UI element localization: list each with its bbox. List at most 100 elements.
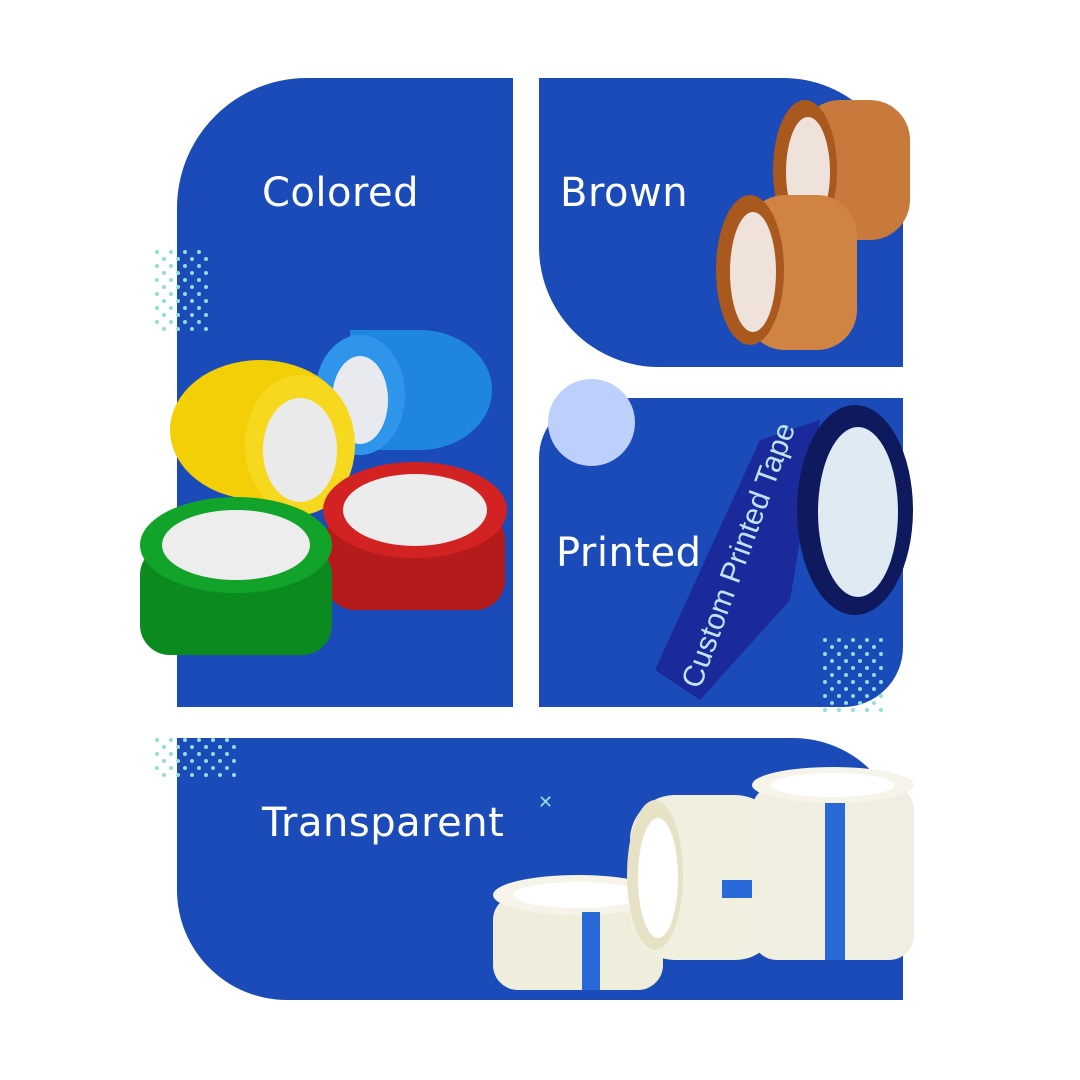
decorative-dot	[865, 694, 869, 698]
decorative-dot	[858, 701, 862, 705]
sparkle-x-icon: ✕	[538, 792, 554, 813]
decorative-dot	[197, 752, 201, 756]
decorative-dot	[204, 285, 208, 289]
decorative-dot	[844, 687, 848, 691]
decorative-dot	[169, 320, 173, 324]
decorative-dot	[865, 638, 869, 642]
decorative-dot	[830, 673, 834, 677]
decorative-dot	[211, 752, 215, 756]
decorative-dot	[169, 306, 173, 310]
decorative-dot	[872, 645, 876, 649]
decorative-dot	[865, 666, 869, 670]
decorative-dot	[851, 638, 855, 642]
decorative-dot	[879, 680, 883, 684]
decorative-dot	[823, 666, 827, 670]
decorative-dot	[162, 271, 166, 275]
category-label-brown: Brown	[560, 170, 689, 216]
decorative-dot	[155, 250, 159, 254]
decorative-dot	[169, 738, 173, 742]
green-tape-image	[140, 497, 332, 655]
decorative-dot	[851, 652, 855, 656]
decorative-dot	[183, 278, 187, 282]
decorative-dot	[844, 659, 848, 663]
decorative-dot	[155, 264, 159, 268]
decorative-dot	[830, 645, 834, 649]
decorative-dot	[190, 257, 194, 261]
decorative-dot	[823, 708, 827, 712]
decorative-dot	[183, 264, 187, 268]
decorative-dot	[155, 278, 159, 282]
category-label-printed: Printed	[556, 530, 702, 576]
red-tape-image	[323, 462, 507, 610]
decorative-dot	[183, 320, 187, 324]
decorative-dot	[190, 773, 194, 777]
transparent-tape-image-tilted	[627, 795, 784, 960]
decorative-dot	[176, 285, 180, 289]
decorative-dot	[865, 680, 869, 684]
decorative-dot	[197, 264, 201, 268]
decorative-dot	[865, 708, 869, 712]
decorative-dot	[176, 759, 180, 763]
decorative-dot	[190, 313, 194, 317]
decorative-dot	[211, 766, 215, 770]
decorative-dot	[879, 666, 883, 670]
brown-tape-image-front	[716, 195, 857, 350]
decorative-dot	[176, 299, 180, 303]
decorative-dot	[190, 285, 194, 289]
decorative-dot	[155, 306, 159, 310]
decorative-dot	[155, 752, 159, 756]
decorative-dot	[155, 738, 159, 742]
decorative-dot	[197, 292, 201, 296]
decorative-dot	[204, 773, 208, 777]
decorative-dot	[218, 773, 222, 777]
decorative-dot	[858, 659, 862, 663]
decorative-dot	[190, 745, 194, 749]
decorative-dot	[837, 694, 841, 698]
decorative-circle	[548, 379, 635, 466]
decorative-dot	[872, 687, 876, 691]
decorative-dot	[197, 278, 201, 282]
decorative-dot	[183, 766, 187, 770]
decorative-dot	[176, 745, 180, 749]
decorative-dot	[169, 752, 173, 756]
decorative-dot	[837, 652, 841, 656]
decorative-dot	[865, 652, 869, 656]
decorative-dot	[232, 745, 236, 749]
decorative-dot	[169, 766, 173, 770]
decorative-dot	[218, 745, 222, 749]
decorative-dot	[204, 745, 208, 749]
decorative-dot	[190, 327, 194, 331]
decorative-dot	[183, 250, 187, 254]
decorative-dot	[155, 766, 159, 770]
decorative-dot	[211, 738, 215, 742]
decorative-dot	[197, 306, 201, 310]
decorative-dot	[879, 652, 883, 656]
decorative-dot	[232, 773, 236, 777]
decorative-dot	[162, 327, 166, 331]
decorative-dot	[844, 645, 848, 649]
decorative-dot	[197, 250, 201, 254]
decorative-dot	[218, 759, 222, 763]
decorative-dot	[830, 659, 834, 663]
decorative-dot	[851, 666, 855, 670]
decorative-dot	[176, 271, 180, 275]
decorative-dot	[823, 638, 827, 642]
decorative-dot	[837, 666, 841, 670]
decorative-dot	[190, 759, 194, 763]
decorative-dot	[844, 673, 848, 677]
decorative-dot	[162, 299, 166, 303]
yellow-tape-image	[170, 360, 355, 515]
decorative-dot	[204, 257, 208, 261]
decorative-dot	[858, 673, 862, 677]
decorative-dot	[879, 708, 883, 712]
decorative-dot	[197, 320, 201, 324]
decorative-dot	[190, 299, 194, 303]
decorative-dot	[851, 694, 855, 698]
decorative-dot	[169, 292, 173, 296]
decorative-dot	[197, 738, 201, 742]
decorative-dot	[169, 264, 173, 268]
decorative-dot	[155, 292, 159, 296]
decorative-dot	[872, 673, 876, 677]
decorative-dot	[183, 738, 187, 742]
decorative-dot	[197, 766, 201, 770]
